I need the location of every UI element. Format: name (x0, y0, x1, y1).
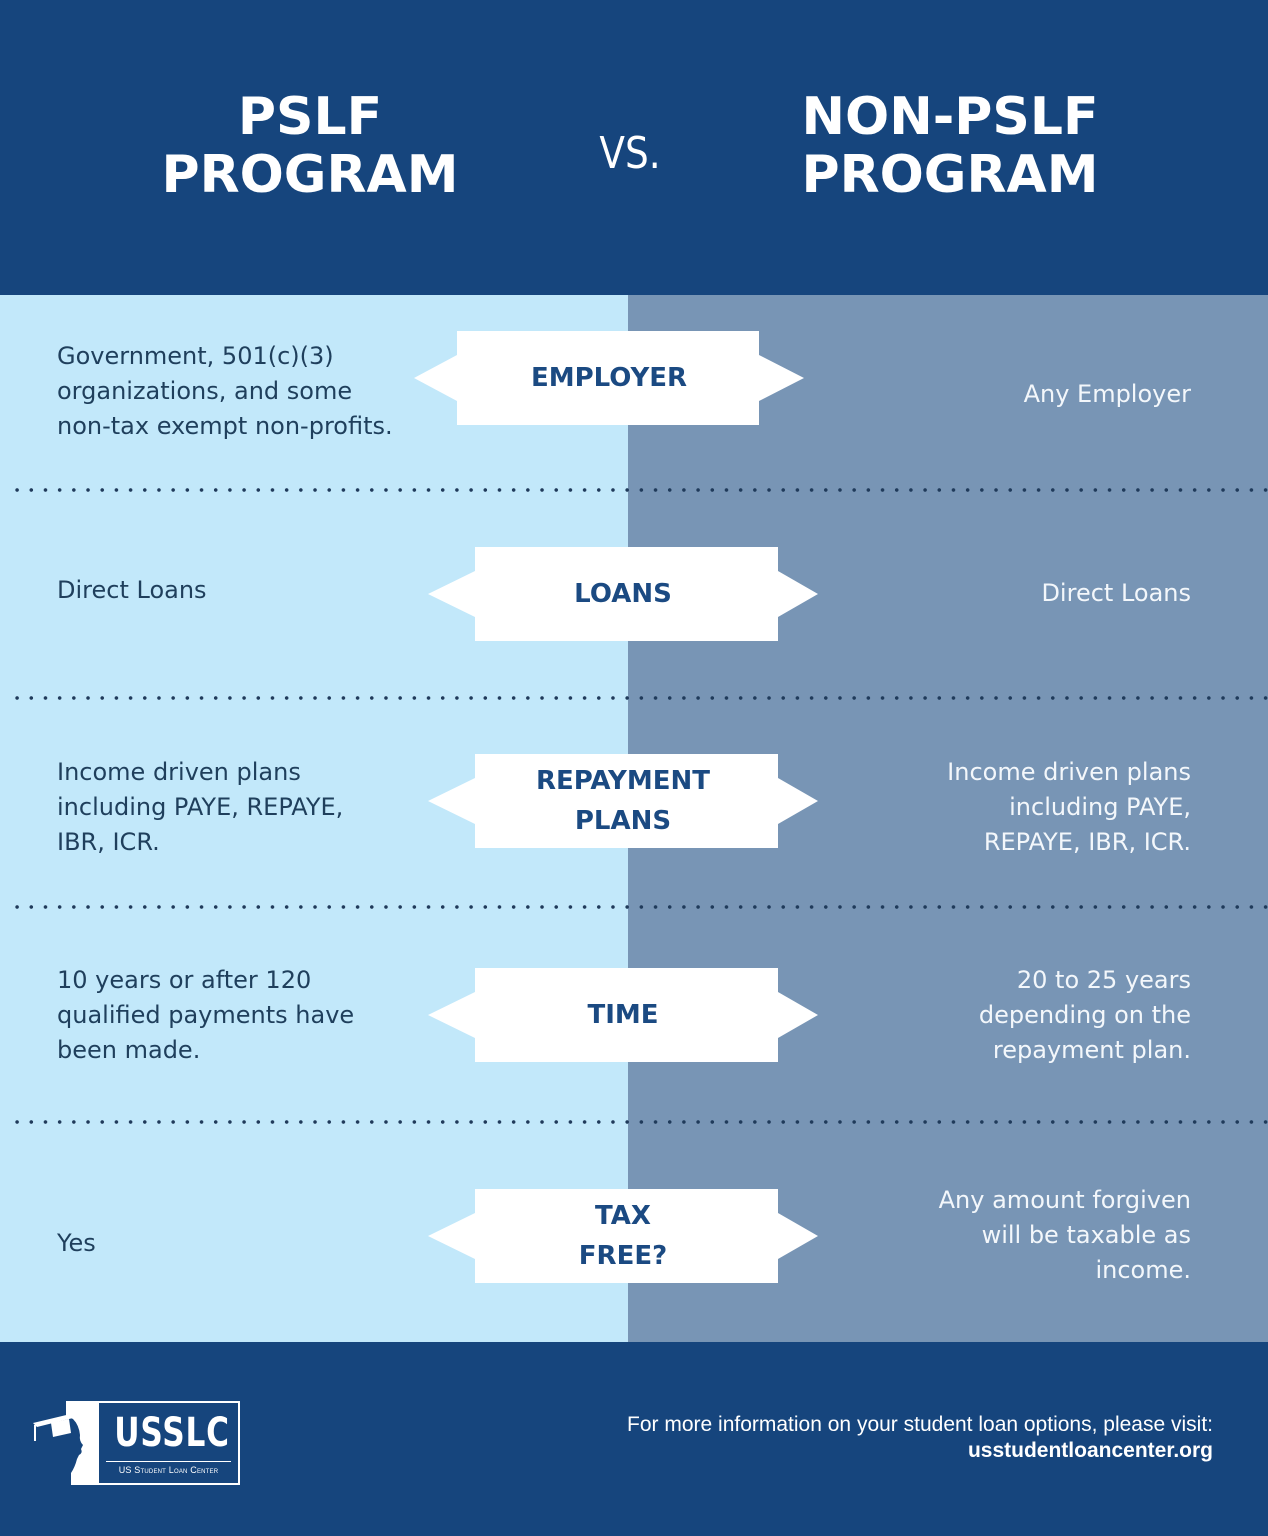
vs-label: VS. (599, 128, 661, 179)
logo-wordmark: USSLC (114, 1410, 230, 1456)
text-line: Direct Loans (57, 576, 207, 604)
text-line: including PAYE, REPAYE, (57, 793, 344, 821)
badge-label: TAX FREE? (428, 1189, 818, 1283)
label-line: LOANS (574, 579, 672, 609)
text-line: Government, 501(c)(3) (57, 342, 334, 370)
logo-wordmark-box: USSLC US Student Loan Center (97, 1401, 240, 1485)
title-line: PSLF (237, 87, 383, 147)
tax-free-badge: TAX FREE? (428, 1189, 818, 1283)
title-line: PROGRAM (801, 145, 1099, 205)
pslf-loans-text: Direct Loans (57, 573, 427, 608)
employer-badge: EMPLOYER (414, 331, 804, 425)
text-line: depending on the (978, 1001, 1191, 1029)
badge-label: REPAYMENT PLANS (428, 754, 818, 848)
text-line: non-tax exempt non-profits. (57, 412, 393, 440)
text-line: qualified payments have (57, 1001, 355, 1029)
text-line: Direct Loans (1041, 579, 1191, 607)
text-line: 10 years or after 120 (57, 966, 312, 994)
label-line: PLANS (574, 806, 672, 836)
repayment-plans-badge: REPAYMENT PLANS (428, 754, 818, 848)
pslf-tax-free-text: Yes (57, 1226, 427, 1261)
text-line: Any Employer (1023, 380, 1191, 408)
text-line: including PAYE, (1009, 793, 1191, 821)
logo-subtext: US Student Loan Center (118, 1465, 219, 1475)
footer: USSLC US Student Loan Center For more in… (0, 1342, 1268, 1536)
label-line: EMPLOYER (530, 363, 688, 393)
graduate-head-icon (33, 1401, 103, 1485)
non-pslf-time-text: 20 to 25 years depending on the repaymen… (861, 963, 1191, 1068)
text-line: been made. (57, 1036, 201, 1064)
time-badge: TIME (428, 968, 818, 1062)
non-pslf-repayment-text: Income driven plans including PAYE, REPA… (861, 755, 1191, 860)
footer-info-text: For more information on your student loa… (627, 1413, 1213, 1436)
non-pslf-program-title: NON-PSLF PROGRAM (780, 88, 1120, 204)
label-line: REPAYMENT (535, 766, 711, 796)
header: PSLF PROGRAM VS. NON-PSLF PROGRAM (0, 0, 1268, 295)
title-line: PROGRAM (161, 145, 459, 205)
text-line: 20 to 25 years (1016, 966, 1191, 994)
label-line: TIME (587, 1000, 659, 1030)
pslf-time-text: 10 years or after 120 qualified payments… (57, 963, 427, 1068)
text-line: Income driven plans (57, 758, 301, 786)
website-link[interactable]: usstudentloancenter.org (967, 1439, 1213, 1462)
text-line: Any amount forgiven (938, 1186, 1191, 1214)
row-divider (10, 905, 1268, 909)
usslc-logo[interactable]: USSLC US Student Loan Center (33, 1401, 243, 1486)
badge-label: LOANS (428, 547, 818, 641)
double-arrow-badge-shape (428, 754, 818, 848)
footer-info: For more information on your student loa… (627, 1412, 1213, 1464)
non-pslf-loans-text: Direct Loans (861, 576, 1191, 611)
text-line: income. (1095, 1256, 1191, 1284)
double-arrow-badge-shape (428, 1189, 818, 1283)
title-line: NON-PSLF (801, 87, 1099, 147)
text-line: Income driven plans (947, 758, 1191, 786)
badge-label: TIME (428, 968, 818, 1062)
double-arrow-badge-shape (428, 968, 818, 1062)
row-divider (10, 1120, 1268, 1124)
double-arrow-badge-shape (414, 331, 804, 425)
badge-label: EMPLOYER (414, 331, 804, 425)
text-line: REPAYE, IBR, ICR. (983, 828, 1191, 856)
comparison-table: Government, 501(c)(3) organizations, and… (0, 295, 1268, 1342)
pslf-repayment-text: Income driven plans including PAYE, REPA… (57, 755, 427, 860)
text-line: repayment plan. (992, 1036, 1191, 1064)
pslf-employer-text: Government, 501(c)(3) organizations, and… (57, 339, 427, 444)
text-line: IBR, ICR. (57, 828, 160, 856)
label-line: TAX (595, 1201, 651, 1231)
pslf-program-title: PSLF PROGRAM (140, 88, 480, 204)
non-pslf-employer-text: Any Employer (861, 377, 1191, 412)
row-divider (10, 696, 1268, 700)
text-line: will be taxable as (981, 1221, 1191, 1249)
double-arrow-badge-shape (428, 547, 818, 641)
text-line: Yes (57, 1229, 96, 1257)
label-line: FREE? (578, 1241, 668, 1271)
loans-badge: LOANS (428, 547, 818, 641)
non-pslf-tax-free-text: Any amount forgiven will be taxable as i… (861, 1183, 1191, 1288)
row-divider (10, 488, 1268, 492)
logo-divider (106, 1461, 231, 1462)
text-line: organizations, and some (57, 377, 353, 405)
